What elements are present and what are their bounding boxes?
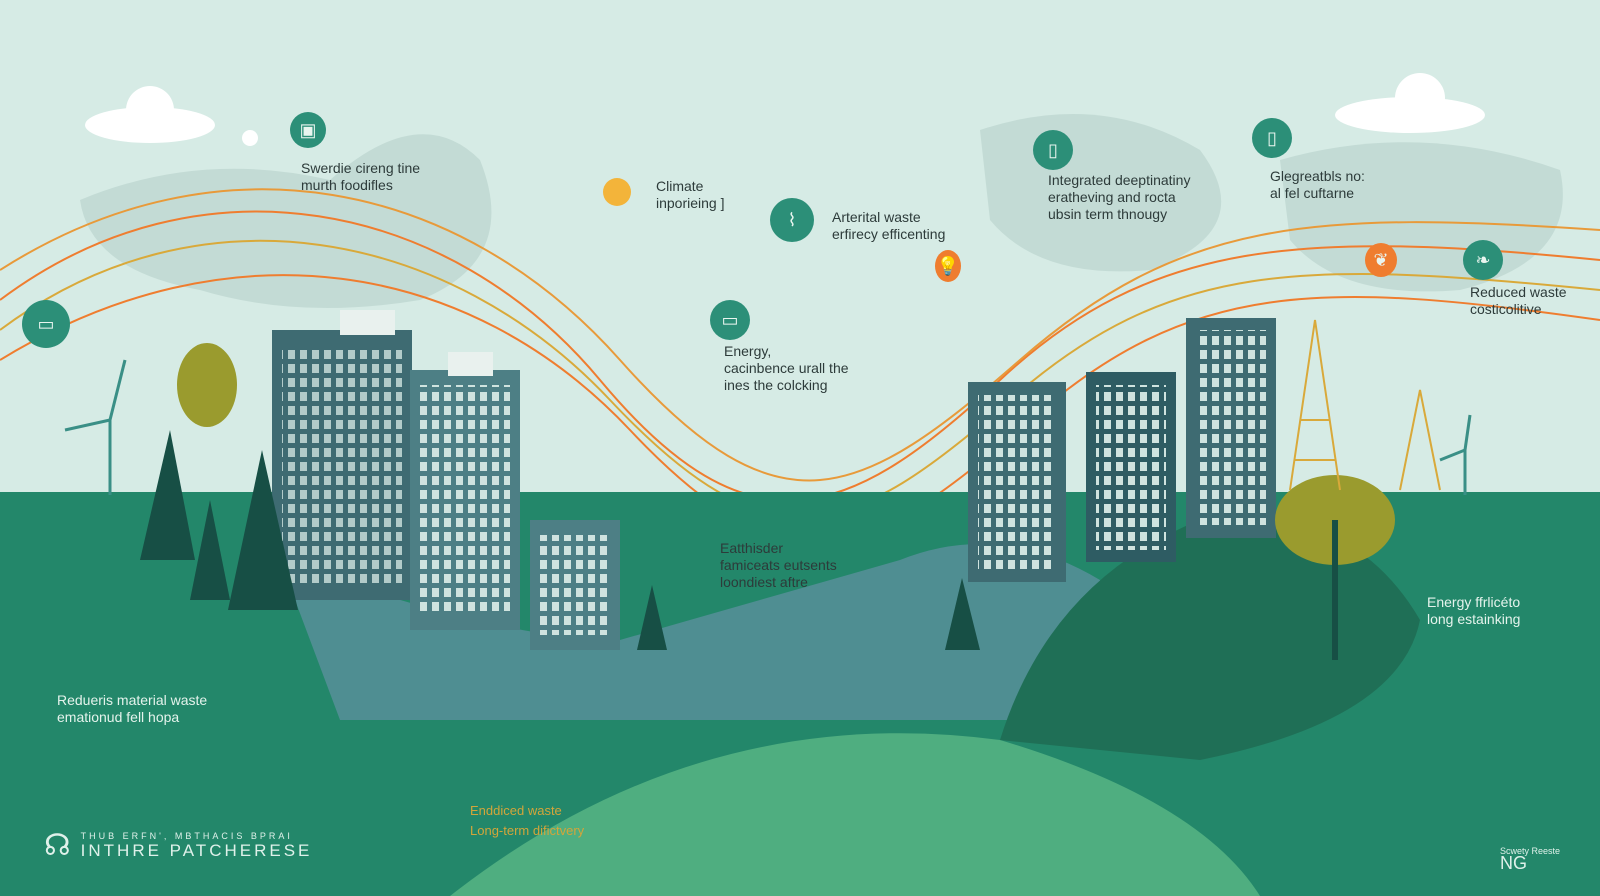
leaf-bulb-icon: ❦ [1365,243,1397,277]
circuit-icon: ⌇ [770,198,814,242]
logo: ☊ THUB ERFN', MBTHACIS BPRAI INTHRE PATC… [44,828,312,863]
solar-panel-icon: ▣ [290,112,326,148]
logo-title: INTHRE PATCHERESE [80,840,313,860]
logo-head-icon: ☊ [44,829,71,862]
battery-icon: ▭ [22,300,70,348]
label-glegreat: Glegreatbls no:al fel cuftarne [1270,168,1365,201]
logo-tagline: THUB ERFN', MBTHACIS BPRAI [80,830,293,841]
clouds [85,73,1485,146]
monitor-icon: ▭ [710,300,750,340]
power-tower [1289,319,1441,491]
phone-icon: ▯ [1033,130,1073,170]
badge-mark: NG [1500,853,1527,873]
device-icon: ▯ [1252,118,1292,158]
hill [450,733,1260,896]
valley [280,544,1100,720]
badge-text: Scwety Reeste [1500,846,1561,856]
windows [282,345,402,585]
lightbulb-icon: 💡 [935,250,961,282]
sun-icon [603,178,631,206]
wind-turbines [64,359,1472,495]
corner-badge: Scwety Reeste NG [1500,845,1561,873]
trees [140,343,1395,660]
plant-icon: ❧ [1463,240,1503,280]
forest-hill [1000,517,1420,760]
